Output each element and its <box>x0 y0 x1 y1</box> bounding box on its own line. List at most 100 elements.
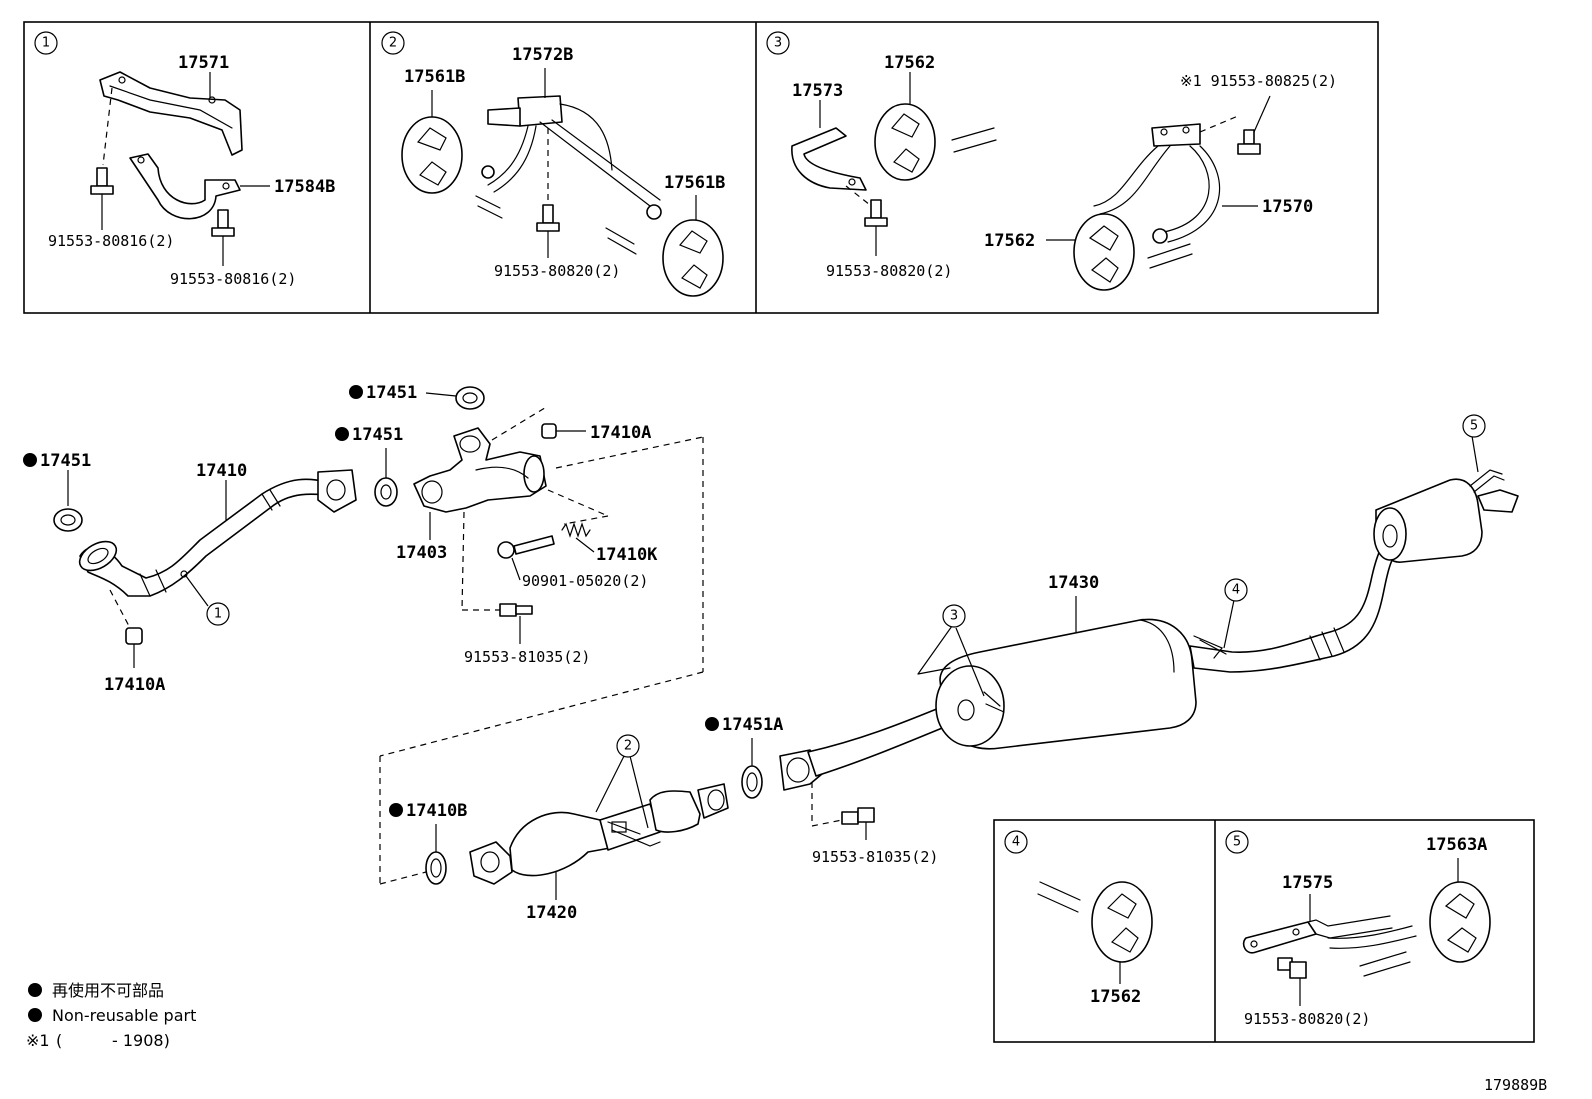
gasket-17451-a <box>53 508 83 532</box>
label-17403: 17403 <box>396 543 447 563</box>
gasket-17451-c <box>374 477 398 507</box>
bracket-17573 <box>791 127 867 191</box>
manifold-17403 <box>413 427 547 513</box>
center-pipe <box>779 699 971 791</box>
label-17410B: 17410B <box>406 801 467 821</box>
top-detail-frame <box>23 21 1379 314</box>
bolt-91553-81035-b <box>841 807 875 840</box>
svg-text:5: 5 <box>1470 419 1478 434</box>
bracket-17575 <box>1242 915 1417 954</box>
sub-muffler <box>1373 469 1519 563</box>
heat-insulator-17571 <box>99 71 243 156</box>
panel-5: 5 17575 91553-80820(2) 17563A <box>1225 830 1491 1028</box>
label-17410K: 17410K <box>596 545 658 565</box>
label-17584B: 17584B <box>274 177 335 197</box>
label-17562-p4: 17562 <box>1090 987 1141 1007</box>
legend: 再使用不可部品 Non-reusable part ※1 ( - 1908) <box>26 981 196 1050</box>
hanger-17561B-left <box>401 116 463 194</box>
label-17420: 17420 <box>526 903 577 923</box>
label-17571: 17571 <box>178 53 229 73</box>
panel-3: 3 <box>766 31 1337 291</box>
panel-3-marker: 3 <box>766 31 790 55</box>
converter-17420 <box>469 783 729 885</box>
main-manifold-group: 17451 17451 17410A 17403 <box>335 383 704 885</box>
gasket-17410B <box>425 851 447 885</box>
bolt-90901-05020 <box>497 535 555 581</box>
label-91553-81035-b: 91553-81035(2) <box>812 848 938 866</box>
label-17573: 17573 <box>792 81 843 101</box>
nut-17410A-b <box>541 423 557 439</box>
bracket-17570 <box>1093 123 1221 244</box>
panel-1: 1 17571 17584B 91553-8 <box>34 31 335 288</box>
svg-text:2: 2 <box>624 739 632 754</box>
hanger-17562-top <box>874 103 936 181</box>
main-tail-group: 4 5 <box>1189 414 1519 673</box>
bolt-91553-81035-a <box>499 603 533 644</box>
legend-note-range: - 1908) <box>112 1031 170 1050</box>
label-17451A: 17451A <box>722 715 783 735</box>
bolt-91553-80816-b <box>211 209 235 266</box>
main-muffler-group: 91553-81035(2) 17430 3 <box>779 573 1197 866</box>
bottom-detail-frame <box>993 819 1535 1043</box>
bolt-91553-80820-p3 <box>864 199 888 256</box>
label-17451-c: 17451 <box>352 425 403 445</box>
label-91553-81035-a: 91553-81035(2) <box>464 648 590 666</box>
hanger-17561B-right <box>662 219 724 297</box>
main-converter-group: 17410B 17420 2 17451A <box>389 715 783 923</box>
front-pipe-17410 <box>78 469 357 597</box>
svg-text:4: 4 <box>1012 835 1020 850</box>
muffler-17430 <box>935 618 1197 750</box>
nut-17410A-a <box>125 627 143 668</box>
panel-4: 4 17562 <box>1004 830 1153 1007</box>
bracket-17572B <box>481 95 662 220</box>
gasket-17451-b <box>455 386 485 410</box>
panel-2: 2 <box>381 31 725 297</box>
tail-pipe <box>1189 535 1401 673</box>
svg-text:4: 4 <box>1232 583 1240 598</box>
label-91553-80820-p5: 91553-80820(2) <box>1244 1010 1370 1028</box>
label-17451-b: 17451 <box>366 383 417 403</box>
bolt-91553-80820-p5 <box>1277 957 1307 1006</box>
figure-id: 179889B <box>1484 1076 1547 1094</box>
legend-jp-text: 再使用不可部品 <box>52 981 164 1000</box>
svg-text:5: 5 <box>1233 835 1241 850</box>
label-17430: 17430 <box>1048 573 1099 593</box>
label-17451-a: 17451 <box>40 451 91 471</box>
label-17410: 17410 <box>196 461 247 481</box>
svg-text:1: 1 <box>214 607 222 622</box>
label-91553-80820-p2: 91553-80820(2) <box>494 262 620 280</box>
marker-4-main: 4 <box>1224 578 1248 602</box>
label-17561B-right: 17561B <box>664 173 725 193</box>
legend-note-mark: ※1 <box>26 1031 50 1050</box>
marker-3-main: 3 <box>942 604 966 628</box>
clamp-17584B <box>129 153 241 220</box>
label-91553-80820-p3: 91553-80820(2) <box>826 262 952 280</box>
label-17562-top: 17562 <box>884 53 935 73</box>
main-left-group: 17451 17410 1 17410A <box>23 451 357 695</box>
hanger-17562-p4 <box>1091 881 1153 963</box>
panel-4-marker: 4 <box>1004 830 1028 854</box>
label-17572B: 17572B <box>512 45 573 65</box>
gasket-17451A <box>741 765 763 799</box>
svg-text:1: 1 <box>42 36 50 51</box>
panel-5-marker: 5 <box>1225 830 1249 854</box>
label-17575: 17575 <box>1282 873 1333 893</box>
label-90901-05020: 90901-05020(2) <box>522 572 648 590</box>
legend-note-open: ( <box>56 1031 62 1050</box>
bolt-91553-80816-a <box>90 167 114 230</box>
spring-17410K <box>561 522 591 538</box>
label-17410A-a: 17410A <box>104 675 165 695</box>
panel-1-marker: 1 <box>34 31 58 55</box>
svg-text:3: 3 <box>950 609 958 624</box>
label-91553-80825-note: ※1 91553-80825(2) <box>1180 72 1337 90</box>
label-17410A-b: 17410A <box>590 423 651 443</box>
label-17561B-left: 17561B <box>404 67 465 87</box>
label-91553-80816-a: 91553-80816(2) <box>48 232 174 250</box>
label-17562-bottom: 17562 <box>984 231 1035 251</box>
label-17563A: 17563A <box>1426 835 1487 855</box>
marker-2-main: 2 <box>616 734 640 758</box>
bolt-91553-80825 <box>1237 95 1271 155</box>
svg-text:2: 2 <box>389 36 397 51</box>
label-91553-80816-b: 91553-80816(2) <box>170 270 296 288</box>
